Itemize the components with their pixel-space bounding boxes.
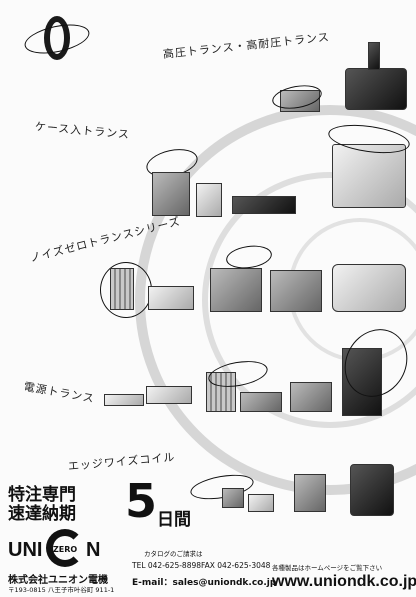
promo-days-number: 5 — [125, 474, 158, 528]
logo-text-uni: UNI — [8, 539, 43, 561]
product-cased-cabinet — [332, 144, 406, 208]
product-power-transformer-block — [290, 382, 332, 412]
product-edgewise-coil-large — [350, 464, 394, 516]
logo-c-ring — [46, 529, 84, 567]
product-noise-zero-unit-2 — [270, 270, 322, 312]
product-power-transformer-cyl — [240, 392, 282, 412]
website-url[interactable]: www.uniondk.co.jp — [272, 573, 416, 590]
promo-custom-order: 特注専門 — [8, 485, 76, 505]
product-edgewise-coil-1 — [222, 488, 244, 508]
zero-logo-mark — [44, 16, 70, 60]
product-power-transformer-large — [342, 348, 382, 416]
product-hv-transformer-small — [280, 90, 320, 112]
product-power-transformer-coil — [206, 372, 236, 412]
promo-express-delivery: 速達納期 — [8, 504, 76, 524]
product-noise-zero-coil — [110, 268, 134, 310]
product-cased-transformer-2 — [196, 183, 222, 217]
product-power-transformer-bar-2 — [146, 386, 192, 404]
product-edgewise-coil-2 — [248, 494, 274, 512]
product-noise-zero-enclosure — [332, 264, 406, 312]
company-address: 〒193-0815 八王子市叶谷町 911-1 — [8, 586, 115, 594]
contact-email[interactable]: E-mail：sales@uniondk.co.jp — [132, 578, 277, 588]
logo-text-n: N — [86, 539, 101, 561]
catalog-request-note: カタログのご請求は — [144, 550, 203, 558]
product-noise-zero-unit-1 — [210, 268, 262, 312]
product-cased-unit-flat — [232, 196, 296, 214]
product-power-transformer-bar-1 — [104, 394, 144, 406]
company-name: 株式会社ユニオン電機 — [8, 575, 108, 586]
contact-phone: TEL 042-625-8898 — [132, 561, 202, 570]
product-hv-transformer-large — [345, 68, 407, 110]
product-cased-transformer-1 — [152, 172, 190, 216]
promo-days-unit: 日間 — [157, 510, 191, 530]
product-edgewise-coil-3 — [294, 474, 326, 512]
logo-zero-text: ZERO — [53, 545, 78, 554]
contact-fax: FAX 042-625-3048 — [201, 561, 271, 570]
product-hv-bushing — [368, 42, 380, 70]
product-noise-zero-base — [148, 286, 194, 310]
website-note: 各種製品はホームページをご覧下さい — [272, 564, 383, 572]
